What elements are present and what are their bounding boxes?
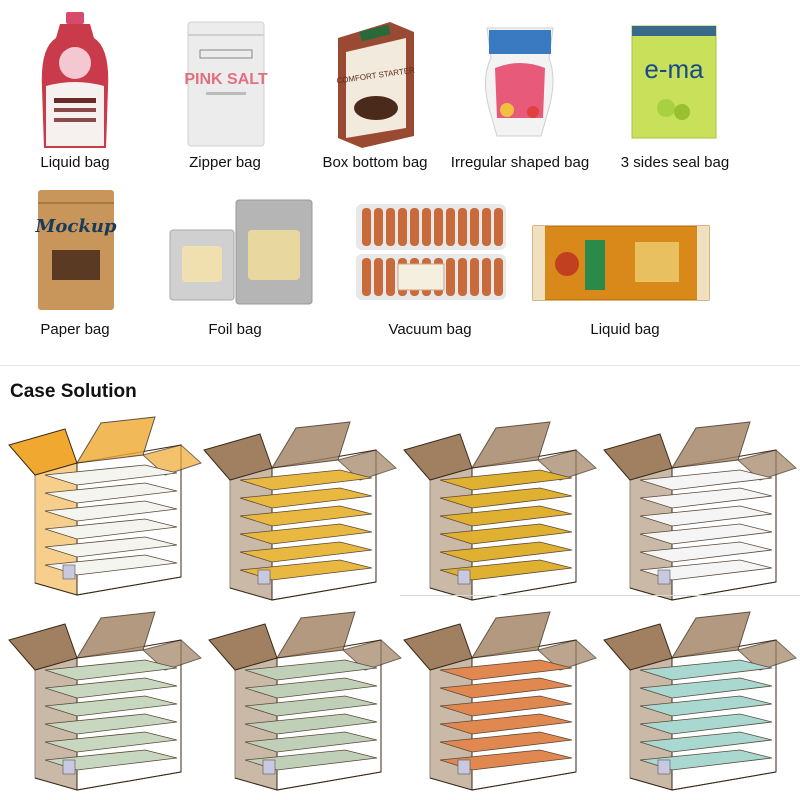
open-carton-icon [8,611,202,791]
bag-label: Liquid bag [40,154,110,171]
case-packing-illustration [400,610,600,800]
bag-sample-foil: Foil bag [150,180,320,350]
grid-rule [400,595,800,596]
box-bottom-pouch-icon: COMFORT STARTER [336,22,416,148]
open-carton-icon [203,421,397,601]
case-packing-illustration [205,610,405,800]
flat-pouch-icon: e-ma [631,25,717,139]
open-carton-icon [8,416,202,596]
bag-label: 3 sides seal bag [620,154,730,171]
bag-label: Foil bag [208,321,262,338]
open-carton-icon [403,611,597,791]
pillow-bag-icon [532,225,710,301]
paper-bag-print: Mockup [34,216,116,237]
bag-label: Liquid bag [590,321,660,338]
case-packing-illustration [5,610,205,800]
section-title: Case Solution [10,381,137,402]
bag-sample-irregular: Irregular shaped bag [445,8,595,178]
case-packing-illustration [600,610,800,800]
case-packing-illustration [5,415,205,615]
bag-label: Vacuum bag [388,321,472,338]
shaped-pouch-icon [485,27,554,137]
bag-sample-box-bottom: COMFORT STARTER Box bottom bag [310,8,440,178]
open-carton-icon [208,611,402,791]
open-carton-icon [603,611,797,791]
open-carton-icon [403,421,597,601]
vacuum-pack-icon [356,204,506,300]
case-packing-illustration [200,420,400,620]
kraft-pouch-icon: Mockup [34,190,117,310]
bag-label: Box bottom bag [322,154,428,171]
case-packing-illustration [400,420,600,620]
bag-sample-zipper: PINK SALT Zipper bag [160,8,290,178]
bag-sample-paper: Mockup Paper bag [10,180,140,350]
bag-sample-liquid-2: Liquid bag [525,180,725,350]
case-packing-illustration [600,420,800,620]
open-carton-icon [603,421,797,601]
bag-label: Zipper bag [189,154,261,171]
bag-sample-liquid: Liquid bag [10,8,140,178]
zipper-pouch-icon: PINK SALT [184,21,268,147]
zipper-bag-print: PINK SALT [184,71,267,88]
bag-sample-three-side: e-ma 3 sides seal bag [600,8,750,178]
bag-sample-vacuum: Vacuum bag [340,180,520,350]
three-side-bag-print: e-ma [644,54,704,84]
foil-pouch-icon [169,199,313,305]
bag-label: Irregular shaped bag [450,154,590,171]
spout-pouch-icon [41,12,109,148]
section-divider [0,365,800,366]
bag-label: Paper bag [40,321,110,338]
